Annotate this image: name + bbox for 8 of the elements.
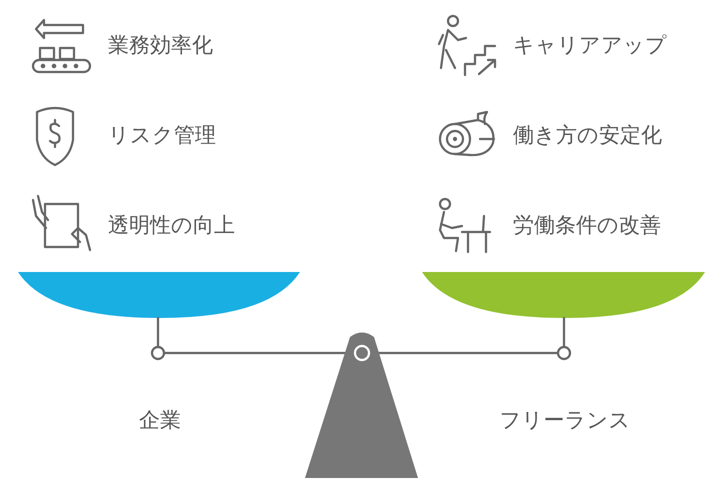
benefit-label: 働き方の安定化 (513, 122, 662, 148)
side-label: 企業 (139, 407, 181, 433)
benefit-label: 業務効率化 (108, 32, 213, 58)
benefit-label: リスク管理 (108, 122, 216, 148)
benefit-label: キャリアアップ (513, 32, 667, 58)
benefit-label: 透明性の向上 (108, 212, 235, 238)
benefit-label: 労働条件の改善 (513, 212, 661, 238)
side-label: フリーランス (500, 407, 630, 433)
